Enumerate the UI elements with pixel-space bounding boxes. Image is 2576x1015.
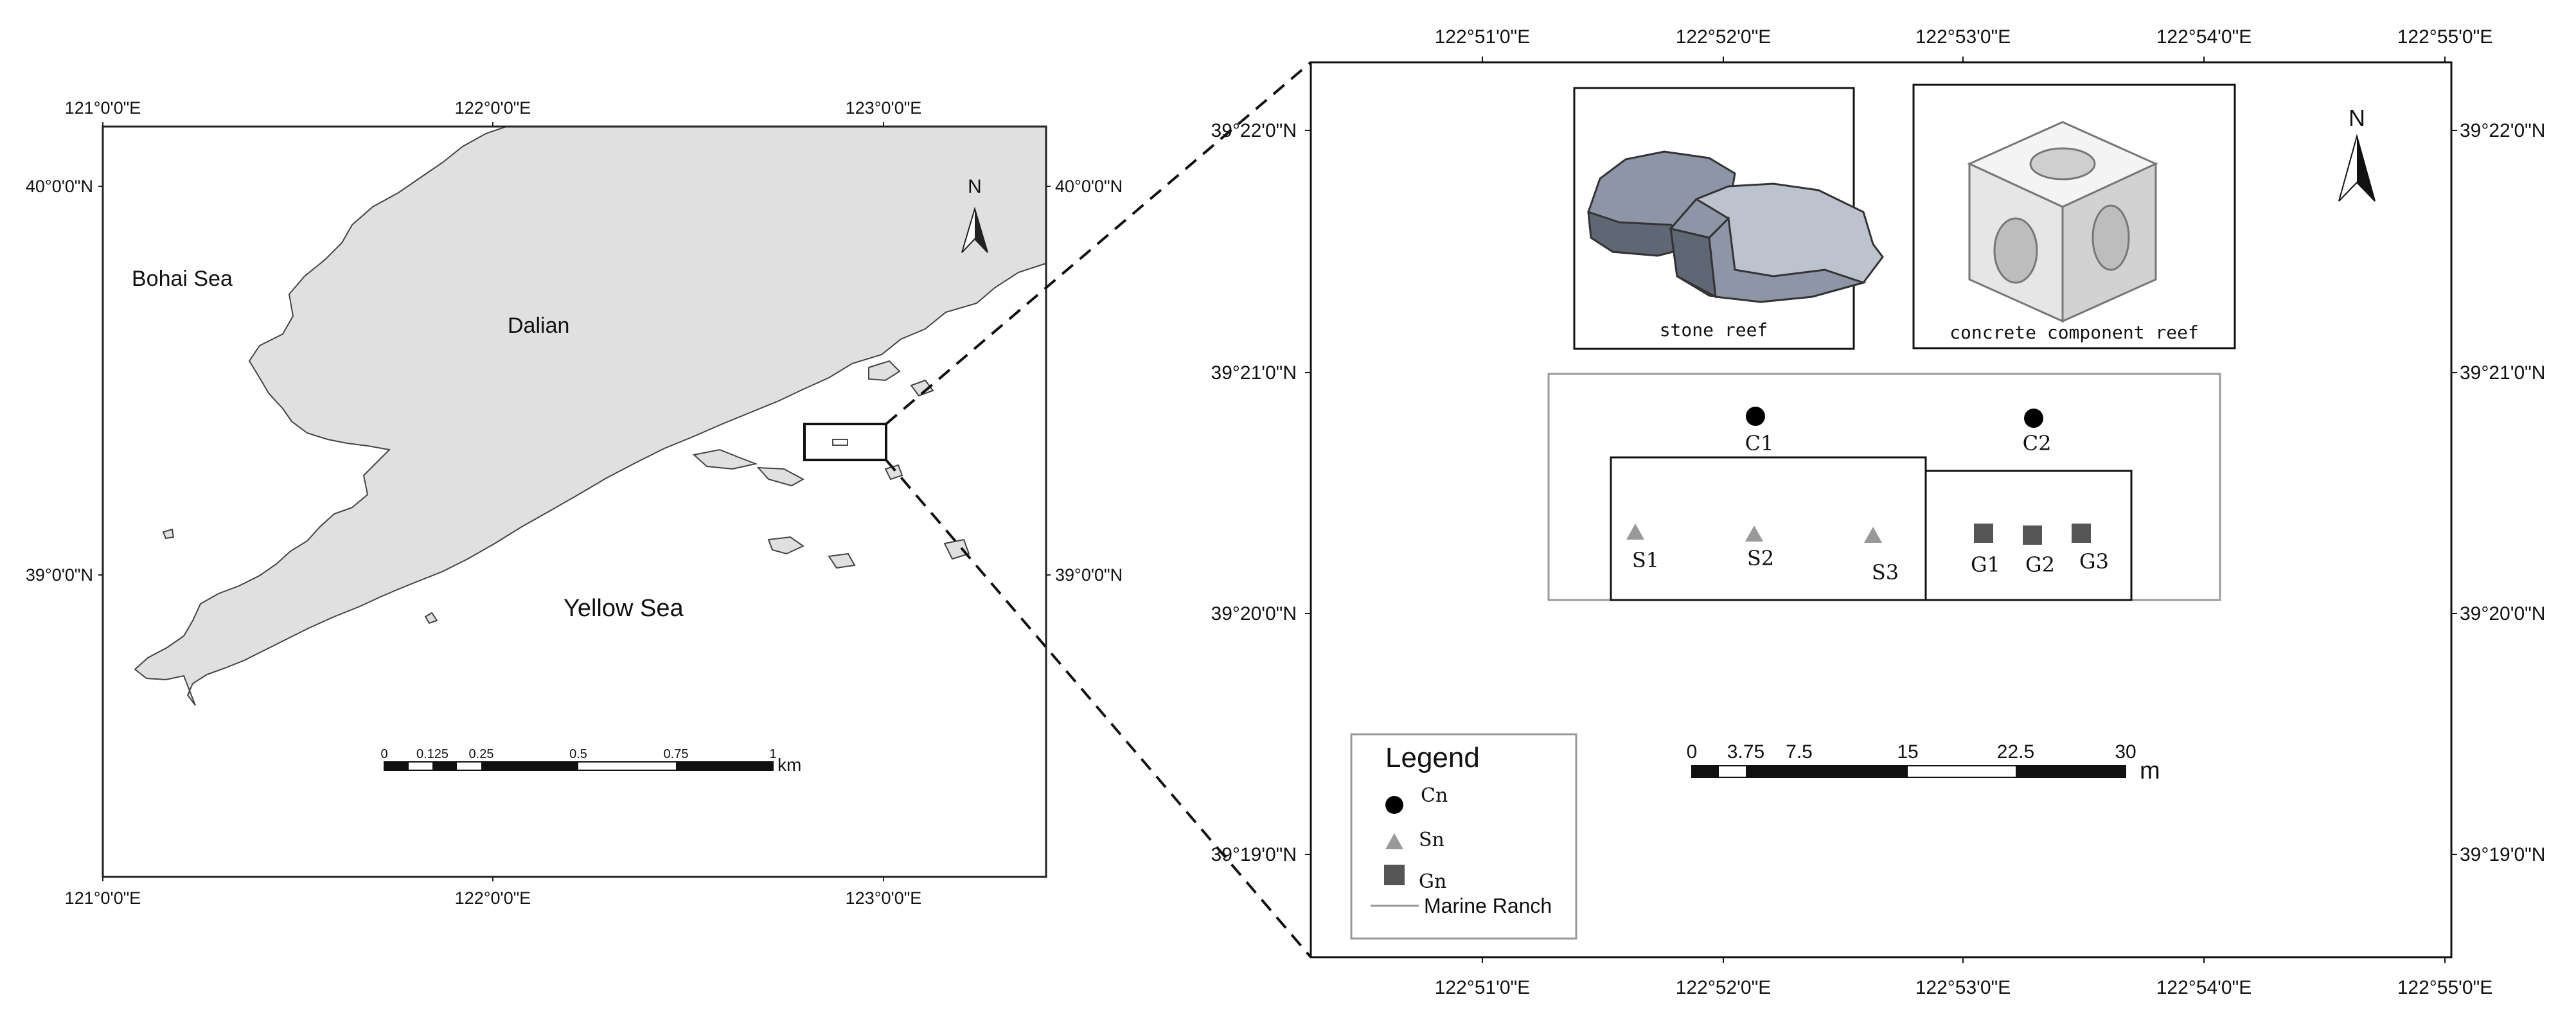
site-g3-label: G3 — [2079, 549, 2109, 574]
scale-m-tick-0: 0 — [1687, 741, 1698, 763]
detail-map: 122°51'0"E 122°52'0"E 122°53'0"E 122°54'… — [1211, 26, 2546, 998]
legend-item-cn: Cn — [1421, 784, 1448, 807]
d-lon-top-5: 122°55'0"E — [2397, 26, 2493, 48]
zoom-connector-lines — [885, 61, 1312, 958]
site-c2-marker — [2024, 409, 2043, 428]
site-c2-label: C2 — [2023, 431, 2052, 455]
scale-unit-m: m — [2140, 757, 2160, 784]
scale-tick-5: 1 — [769, 747, 776, 761]
site-s3-marker — [1864, 527, 1882, 543]
site-g2-label: G2 — [2025, 552, 2055, 577]
d-lat-right-3: 39°20'0"N — [2460, 603, 2545, 624]
d-lat-right-1: 39°22'0"N — [2460, 120, 2545, 141]
site-s2-label: S2 — [1747, 546, 1774, 570]
d-lat-right-4: 39°19'0"N — [2460, 844, 2545, 865]
legend-item-sn: Sn — [1419, 829, 1444, 851]
scale-m-tick-2: 7.5 — [1786, 741, 1813, 763]
legend-square-icon — [1384, 865, 1405, 885]
lon-label-bottom-1: 121°0'0"E — [65, 888, 141, 908]
north-arrow-icon — [2338, 134, 2376, 202]
d-lon-bottom-3: 122°53'0"E — [1915, 977, 2011, 998]
d-lon-bottom-4: 122°54'0"E — [2156, 977, 2252, 998]
scale-tick-4: 0.75 — [664, 747, 689, 761]
d-lat-left-1: 39°22'0"N — [1211, 120, 1297, 141]
d-lon-top-3: 122°53'0"E — [1915, 26, 2011, 48]
d-lon-bottom-1: 122°51'0"E — [1435, 977, 1531, 998]
scale-bar-km: 0 0.125 0.25 0.5 0.75 1 km — [380, 747, 801, 775]
lon-label-top-1: 121°0'0"E — [65, 98, 141, 118]
legend-item-marine-ranch: Marine Ranch — [1424, 894, 1552, 917]
site-g1-marker — [1974, 524, 1993, 543]
legend-title: Legend — [1385, 742, 1480, 773]
legend: Legend Cn Sn Gn Marine Ranch — [1350, 733, 1577, 940]
scale-m-tick-5: 30 — [2115, 741, 2136, 763]
d-lon-top-4: 122°54'0"E — [2156, 26, 2252, 48]
label-dalian: Dalian — [508, 313, 569, 338]
scale-m-tick-4: 22.5 — [1997, 741, 2034, 763]
scale-tick-2: 0.25 — [469, 747, 494, 761]
lon-label-bottom-3: 123°0'0"E — [846, 888, 922, 908]
d-lat-right-2: 39°21'0"N — [2460, 362, 2545, 384]
lat-label-left-1: 40°0'0"N — [26, 177, 93, 196]
islands — [162, 360, 970, 624]
stone-reef-icon — [1587, 150, 1884, 303]
regional-map-frame — [102, 125, 1047, 878]
site-g1-label: G1 — [1971, 552, 2000, 577]
site-c1-marker — [1746, 407, 1765, 426]
concrete-reef-inset: concrete component reef — [1912, 84, 2236, 349]
d-lat-left-3: 39°20'0"N — [1211, 603, 1297, 624]
regional-graticule-labels: 121°0'0"E 122°0'0"E 123°0'0"E 121°0'0"E … — [26, 98, 1123, 908]
site-g3-marker — [2072, 524, 2091, 543]
d-lon-bottom-5: 122°55'0"E — [2397, 977, 2493, 998]
d-lon-top-2: 122°52'0"E — [1676, 26, 1772, 48]
label-bohai-sea: Bohai Sea — [132, 267, 233, 291]
scale-tick-1: 0.125 — [416, 747, 449, 761]
lat-label-right-2: 39°0'0"N — [1055, 565, 1123, 585]
concrete-cube-icon — [1967, 121, 2158, 323]
scale-bar-m: 0 3.75 7.5 15 22.5 30 m — [1687, 741, 2160, 784]
scale-tick-0: 0 — [380, 747, 387, 761]
sampling-sites: C1 C2 S1 S2 S3 G1 G2 G3 — [1626, 407, 2109, 585]
d-lat-left-4: 39°19'0"N — [1211, 844, 1297, 865]
concrete-reef-zone — [1924, 470, 2133, 601]
detail-graticule-labels: 122°51'0"E 122°52'0"E 122°53'0"E 122°54'… — [1211, 26, 2546, 998]
lon-label-top-3: 123°0'0"E — [846, 98, 922, 118]
d-lat-left-2: 39°21'0"N — [1211, 362, 1297, 384]
site-c1-label: C1 — [1745, 431, 1774, 455]
site-s3-label: S3 — [1872, 560, 1899, 585]
legend-item-gn: Gn — [1419, 870, 1446, 893]
study-area-box — [803, 423, 887, 461]
d-lon-top-1: 122°51'0"E — [1435, 26, 1531, 48]
lat-label-left-2: 39°0'0"N — [26, 565, 93, 585]
scale-m-tick-3: 15 — [1897, 741, 1918, 763]
legend-circle-icon — [1385, 796, 1403, 814]
lat-label-right-1: 40°0'0"N — [1055, 177, 1123, 196]
concrete-reef-label: concrete component reef — [1950, 322, 2199, 343]
stone-reef-inset: stone reef — [1573, 87, 1884, 350]
scale-unit-km: km — [777, 755, 801, 775]
site-s1-label: S1 — [1632, 548, 1659, 572]
label-yellow-sea: Yellow Sea — [564, 595, 684, 622]
lon-label-top-2: 122°0'0"E — [455, 98, 531, 118]
north-label: N — [968, 176, 982, 197]
north-arrow-icon — [961, 206, 988, 253]
landmass-dalian — [134, 126, 1047, 706]
site-g2-marker — [2023, 525, 2042, 545]
scale-tick-3: 0.5 — [569, 747, 587, 761]
north-label: N — [2349, 105, 2365, 131]
legend-triangle-icon — [1385, 833, 1403, 849]
site-s1-marker — [1626, 524, 1644, 540]
d-lon-bottom-2: 122°52'0"E — [1676, 977, 1772, 998]
lon-label-bottom-2: 122°0'0"E — [455, 888, 531, 908]
scale-m-tick-1: 3.75 — [1727, 741, 1764, 763]
stone-reef-label: stone reef — [1660, 319, 1768, 340]
site-s2-marker — [1745, 525, 1763, 542]
